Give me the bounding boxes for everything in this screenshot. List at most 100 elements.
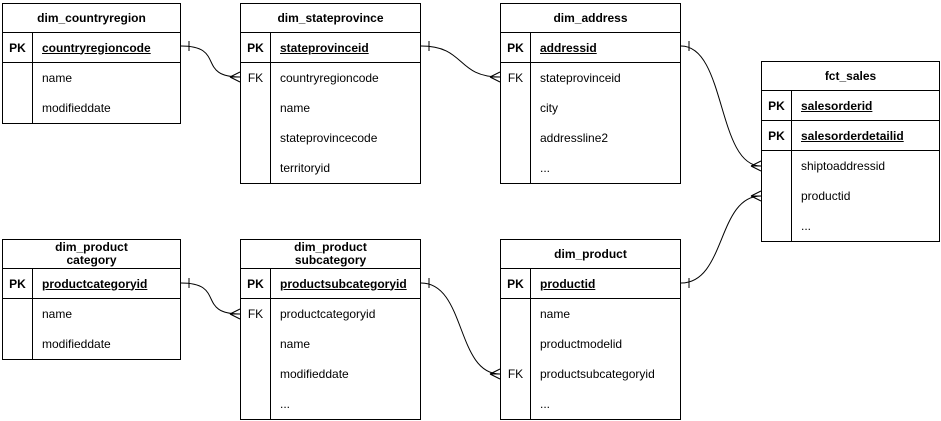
column-name: productsubcategoryid bbox=[280, 276, 407, 291]
key-cell bbox=[3, 299, 33, 329]
table-row: addressline2 bbox=[501, 123, 680, 153]
column-name: addressid bbox=[540, 40, 597, 55]
table-dim-product[interactable]: dim_product PK productid name productmod… bbox=[500, 239, 681, 420]
column-name: ... bbox=[540, 397, 551, 411]
table-row: productmodelid bbox=[501, 329, 680, 359]
relationship-productcategory-productsubcategory[interactable] bbox=[180, 278, 241, 320]
column-name: name bbox=[540, 307, 571, 321]
many-cardinality-crowsfoot bbox=[489, 71, 501, 83]
key-cell bbox=[762, 211, 792, 241]
table-row: ... bbox=[762, 211, 939, 241]
column-name: stateprovincecode bbox=[280, 131, 378, 145]
key-cell bbox=[501, 153, 531, 183]
table-row: FK countryregioncode bbox=[241, 63, 420, 93]
table-row: PK salesorderdetailid bbox=[762, 121, 939, 151]
fk-label: FK bbox=[241, 299, 271, 329]
table-title: fct_sales bbox=[762, 62, 939, 91]
many-cardinality-crowsfoot bbox=[489, 368, 501, 380]
column-name: productid bbox=[801, 189, 851, 203]
table-row: name bbox=[3, 63, 180, 93]
column-name: productid bbox=[540, 276, 596, 291]
key-cell bbox=[762, 181, 792, 211]
table-dim-address[interactable]: dim_address PK addressid FK stateprovinc… bbox=[500, 3, 681, 184]
key-cell bbox=[501, 299, 531, 329]
column-name: name bbox=[42, 71, 73, 85]
table-row: productid bbox=[762, 181, 939, 211]
table-title: dim_product bbox=[501, 240, 680, 269]
table-row: modifieddate bbox=[241, 359, 420, 389]
table-row: PK productcategoryid bbox=[3, 269, 180, 299]
key-cell bbox=[501, 93, 531, 123]
key-cell bbox=[241, 93, 271, 123]
table-row: ... bbox=[241, 389, 420, 419]
column-name: countryregioncode bbox=[42, 40, 151, 55]
table-dim-productsubcategory[interactable]: dim_product subcategory PK productsubcat… bbox=[240, 239, 421, 420]
table-row: territoryid bbox=[241, 153, 420, 183]
table-row: name bbox=[241, 329, 420, 359]
table-row: stateprovincecode bbox=[241, 123, 420, 153]
relationship-productsubcategory-product[interactable] bbox=[420, 278, 501, 380]
column-name: salesorderdetailid bbox=[801, 128, 904, 143]
column-name: productmodelid bbox=[540, 337, 623, 351]
relationship-line[interactable] bbox=[180, 45, 241, 78]
many-cardinality-crowsfoot bbox=[750, 160, 762, 172]
relationship-line[interactable] bbox=[680, 195, 762, 284]
table-row: PK stateprovinceid bbox=[241, 33, 420, 63]
table-row: PK countryregioncode bbox=[3, 33, 180, 63]
column-name: territoryid bbox=[280, 161, 331, 175]
column-name: addressline2 bbox=[540, 131, 609, 145]
pk-label: PK bbox=[501, 269, 531, 298]
column-name: name bbox=[42, 307, 73, 321]
key-cell bbox=[3, 63, 33, 93]
relationship-product-fctsales[interactable] bbox=[680, 190, 762, 288]
column-name: ... bbox=[801, 219, 812, 233]
table-row: ... bbox=[501, 389, 680, 419]
relationship-countryregion-stateprovince[interactable] bbox=[180, 41, 241, 83]
column-name: modifieddate bbox=[42, 101, 111, 115]
fk-label: FK bbox=[501, 63, 531, 93]
table-title: dim_product subcategory bbox=[241, 240, 420, 269]
table-title: dim_address bbox=[501, 4, 680, 33]
key-cell bbox=[241, 359, 271, 389]
column-name: productcategoryid bbox=[280, 307, 376, 321]
column-name: ... bbox=[280, 397, 291, 411]
pk-label: PK bbox=[3, 269, 33, 298]
relationship-line[interactable] bbox=[420, 45, 501, 78]
table-fct-sales[interactable]: fct_sales PK salesorderid PK salesorderd… bbox=[761, 61, 940, 242]
table-row: shiptoaddressid bbox=[762, 151, 939, 181]
relationship-line[interactable] bbox=[420, 282, 501, 375]
column-name: modifieddate bbox=[42, 337, 111, 351]
table-row: PK productsubcategoryid bbox=[241, 269, 420, 299]
column-name: stateprovinceid bbox=[280, 40, 369, 55]
pk-label: PK bbox=[501, 33, 531, 62]
key-cell bbox=[762, 151, 792, 181]
table-dim-productcategory[interactable]: dim_product category PK productcategoryi… bbox=[2, 239, 181, 360]
key-cell bbox=[3, 329, 33, 359]
table-row: name bbox=[501, 299, 680, 329]
many-cardinality-crowsfoot bbox=[750, 190, 762, 202]
table-dim-stateprovince[interactable]: dim_stateprovince PK stateprovinceid FK … bbox=[240, 3, 421, 184]
table-row: PK addressid bbox=[501, 33, 680, 63]
column-name: name bbox=[280, 337, 311, 351]
column-name: salesorderid bbox=[801, 98, 873, 113]
relationship-address-fctsales[interactable] bbox=[680, 41, 762, 172]
relationship-line[interactable] bbox=[180, 282, 241, 315]
relationship-line[interactable] bbox=[680, 45, 762, 167]
table-row: ... bbox=[501, 153, 680, 183]
fk-label: FK bbox=[241, 63, 271, 93]
column-name: modifieddate bbox=[280, 367, 349, 381]
column-name: countryregioncode bbox=[280, 71, 379, 85]
table-row: modifieddate bbox=[3, 93, 180, 123]
table-row: name bbox=[3, 299, 180, 329]
table-row: name bbox=[241, 93, 420, 123]
table-row: FK productcategoryid bbox=[241, 299, 420, 329]
column-name: productcategoryid bbox=[42, 276, 148, 291]
pk-label: PK bbox=[3, 33, 33, 62]
table-title: dim_stateprovince bbox=[241, 4, 420, 33]
key-cell bbox=[501, 329, 531, 359]
table-dim-countryregion[interactable]: dim_countryregion PK countryregioncode n… bbox=[2, 3, 181, 124]
table-row: FK productsubcategoryid bbox=[501, 359, 680, 389]
relationship-stateprovince-address[interactable] bbox=[420, 41, 501, 83]
